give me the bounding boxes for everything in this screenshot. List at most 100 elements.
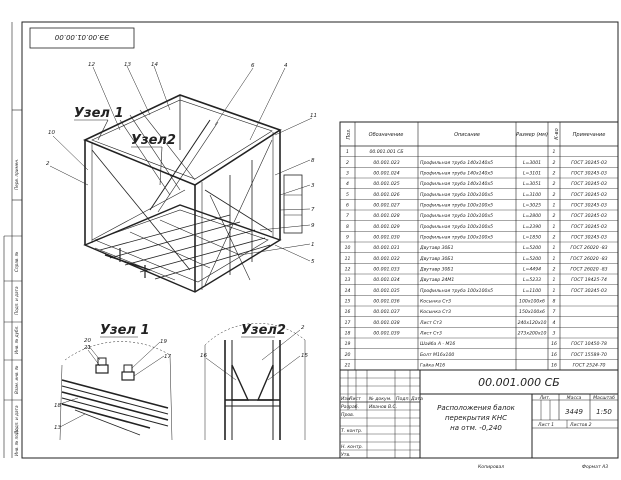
spec-cell-pos: 11 — [345, 256, 351, 262]
callout-uzel2: 16 — [200, 353, 207, 359]
uzel1-detail-view — [59, 341, 173, 441]
spec-cell-note: ГОСТ 30245-03 — [571, 234, 607, 240]
spec-header-qty: К-во — [554, 128, 560, 139]
spec-cell-size: L=1850 — [523, 234, 541, 240]
spec-cell-designation: 00.001.039 — [373, 330, 399, 336]
footer-kopiroval: Копировал — [478, 464, 504, 470]
spec-cell-qty: 1 — [553, 224, 556, 230]
spec-cell-pos: 20 — [345, 352, 351, 358]
spec-cell-designation: 00.001.030 — [373, 234, 399, 240]
spec-cell-pos: 8 — [346, 224, 349, 230]
title-doc-code: 00.001.000 СБ — [478, 376, 560, 389]
callout-main: 6 — [251, 63, 255, 69]
spec-cell-qty: 2 — [553, 192, 556, 198]
spec-cell-name: Двутавр 30Б1 — [419, 245, 454, 251]
isometric-frame-view — [83, 94, 303, 293]
spec-cell-name: Профильная труба 100х100х5 — [420, 192, 493, 198]
spec-cell-name: Лист Ст3 — [419, 330, 442, 336]
spec-header-pos: Поз. — [346, 128, 352, 139]
tb-row-utv: Утв. — [341, 452, 351, 458]
spec-cell-qty: 2 — [553, 213, 556, 219]
tb-row-nkontr: Н. контр. — [341, 444, 363, 450]
view-label-uzel2-detail: Узел2 — [241, 323, 286, 338]
left-side-strip: Перв. примен. Справ. № Подп. и дата Инв.… — [3, 22, 22, 458]
spec-cell-note: ГОСТ 15589-70 — [571, 352, 607, 358]
callout-uzel1: 17 — [164, 354, 171, 360]
spec-cell-pos: 13 — [345, 277, 351, 283]
tb-row-razrab: Разраб. — [341, 404, 359, 410]
spec-cell-designation: 00.001.027 — [373, 202, 399, 208]
spec-header-size: Размер (мм) — [516, 132, 548, 138]
title-block — [339, 369, 619, 459]
spec-cell-size: L=3051 — [523, 181, 541, 187]
title-block-text: 00.001.000 СБ Расположения балок перекры… — [341, 376, 615, 458]
spec-cell-name: Профильная труба 100х100х5 — [420, 224, 493, 230]
strip-vzam-inv: Взам. инв. № — [14, 365, 19, 394]
spec-cell-qty: 3 — [553, 330, 556, 336]
spec-cell-qty: 2 — [553, 266, 556, 272]
callout-main: 2 — [46, 161, 50, 167]
spec-cell-qty: 2 — [553, 181, 556, 187]
spec-cell-name: Профильная труба 140х140х5 — [420, 160, 493, 166]
view-label-uzel1-detail: Узел 1 — [100, 323, 150, 338]
spec-cell-designation: 00.001.033 — [373, 266, 399, 272]
spec-cell-size: L=3101 — [523, 170, 541, 176]
callouts-main-view — [49, 65, 313, 262]
strip-sprav: Справ. № — [14, 251, 19, 272]
spec-cell-designation: 00.001.034 — [373, 277, 399, 283]
spec-cell-name: Косынка Ст3 — [420, 309, 451, 315]
spec-cell-name: Профильная труба 100х100х5 — [420, 288, 493, 294]
spec-cell-name: Двутавр 30Б1 — [419, 256, 454, 262]
view-label-uzel1-main: Узел 1 — [74, 106, 124, 121]
spec-cell-size: 100х100х6 — [519, 298, 545, 304]
callout-main: 3 — [311, 183, 315, 189]
spec-cell-designation: 00.001.023 — [373, 160, 399, 166]
spec-cell-note: ГОСТ 30245-03 — [571, 224, 607, 230]
spec-cell-qty: 1 — [553, 149, 556, 155]
spec-cell-pos: 5 — [346, 192, 349, 198]
spec-cell-qty: 1 — [553, 202, 556, 208]
spec-cell-qty: 2 — [553, 234, 556, 240]
tb-massa-value: 3449 — [565, 408, 583, 416]
spec-cell-pos: 10 — [345, 245, 351, 251]
spec-cell-qty: 1 — [553, 245, 556, 251]
spec-cell-pos: 17 — [345, 320, 351, 326]
callout-uzel2: 2 — [301, 325, 305, 331]
spec-cell-pos: 2 — [346, 160, 349, 166]
strip-inv-dubl: Инв. № дубл. — [14, 325, 19, 354]
tb-col-list: Лист — [348, 396, 361, 402]
specification-table — [339, 121, 619, 371]
spec-cell-note: ГОСТ 30245-03 — [571, 160, 607, 166]
title-line-2: перекрытия КНС — [445, 414, 507, 422]
spec-cell-designation: 00.001.035 — [373, 288, 399, 294]
spec-cell-note: ГОСТ 30245-03 — [571, 181, 607, 187]
spec-cell-qty: 8 — [553, 298, 556, 304]
spec-cell-pos: 9 — [346, 234, 349, 240]
top-code-box: ЭЭ.00.01.00.00 — [29, 27, 135, 49]
spec-cell-name: Профильная труба 140х140х5 — [420, 170, 493, 176]
spec-cell-designation: 00.001.024 — [373, 170, 399, 176]
callout-numbers-uzel2: 16 2 15 — [200, 325, 308, 359]
callout-uzel1: 20 — [84, 338, 91, 344]
callout-main: 11 — [310, 113, 317, 119]
spec-cell-designation: 00.001.036 — [373, 298, 399, 304]
spec-cell-size: L=3025 — [523, 202, 541, 208]
callout-uzel1: 19 — [160, 339, 167, 345]
view-label-uzel2-main: Узел2 — [131, 133, 176, 148]
tb-masshtab: Масштаб — [593, 395, 615, 401]
